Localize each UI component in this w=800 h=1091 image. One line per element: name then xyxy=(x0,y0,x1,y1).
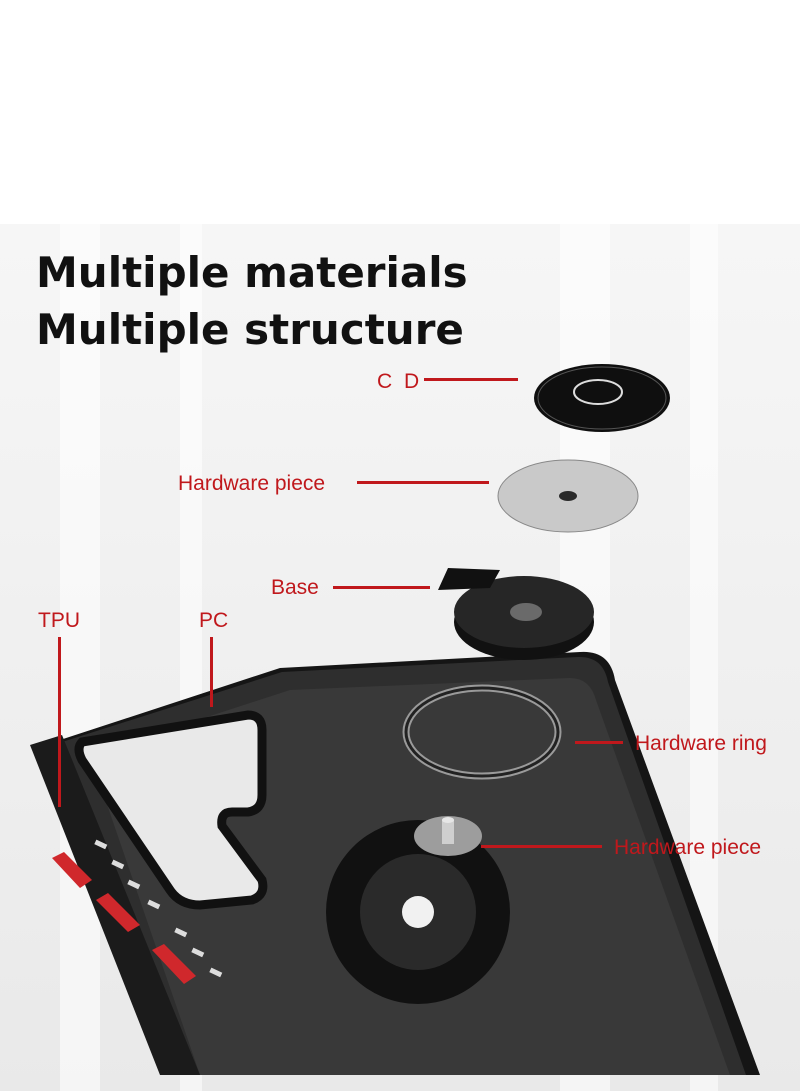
callout-label-base: Base xyxy=(271,576,319,599)
leader-line-hardware-ring xyxy=(575,741,623,744)
headline-line-2: Multiple structure xyxy=(36,305,464,354)
cd-disc xyxy=(534,364,670,432)
phone-case xyxy=(30,651,760,1075)
leader-line-cd xyxy=(424,378,518,381)
leader-line-tpu xyxy=(58,637,61,807)
callout-label-hardware-piece-top: Hardware piece xyxy=(178,472,326,495)
hardware-ring xyxy=(402,684,562,780)
callout-label-cd: C D xyxy=(377,370,423,393)
callout-label-hardware-ring: Hardware ring xyxy=(635,732,767,755)
leader-line-base xyxy=(333,586,430,589)
callout-label-hardware-piece-bottom: Hardware piece xyxy=(614,836,762,859)
headline-line-1: Multiple materials xyxy=(36,248,468,297)
leader-line-pc xyxy=(210,637,213,707)
leader-line-hardware-piece-bottom xyxy=(481,845,602,848)
hardware-piece-disc xyxy=(497,459,639,533)
side-buttons xyxy=(52,852,196,984)
hardware-piece-pin xyxy=(414,816,482,856)
callout-label-tpu: TPU xyxy=(38,609,80,632)
callout-label-pc: PC xyxy=(199,609,229,632)
leader-line-hardware-piece-top xyxy=(357,481,489,484)
ring-base xyxy=(438,568,594,660)
